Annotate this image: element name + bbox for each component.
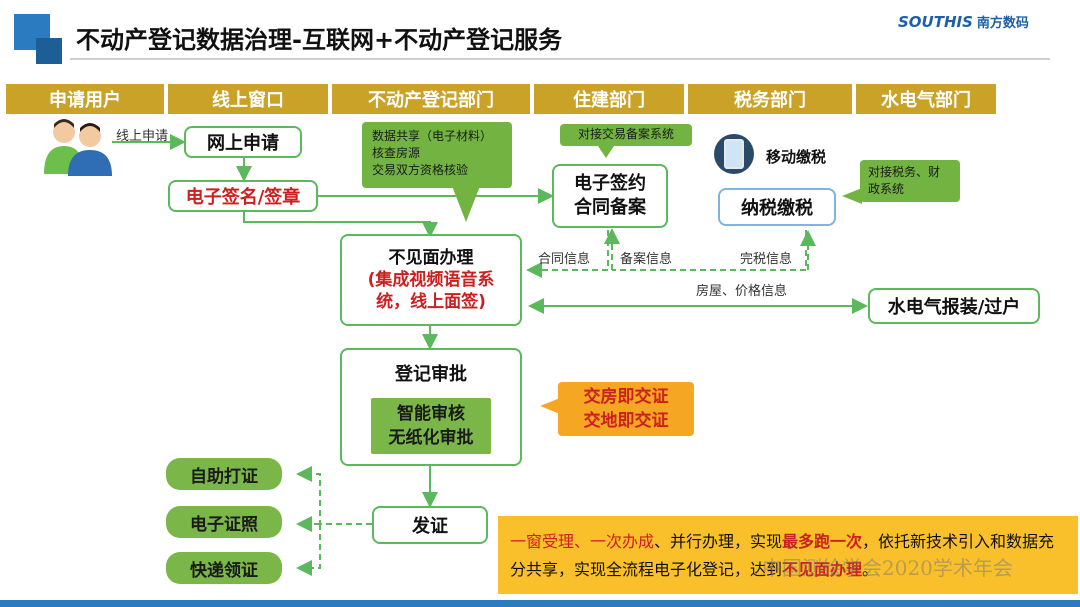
logo: SOUTHIS 南方数码 [898,12,1029,31]
summary-highlight-1: 一窗受理、一次办成 [510,532,655,551]
tax-callout: 对接税务、财 政系统 [860,160,960,202]
pay-tax-box: 纳税缴税 [718,188,836,226]
registry-inner-line1: 智能审核 [397,404,465,424]
e-cert-pill: 电子证照 [166,506,282,538]
registry-inner: 智能审核 无纸化审批 [371,398,491,454]
column-header-applicant: 申请用户 [6,84,164,114]
contract-line1: 电子签约 [574,173,646,194]
house-price-label: 房屋、价格信息 [696,284,788,299]
logo-sub: 南方数码 [976,16,1029,31]
summary-text-1: 、并行办理，实现 [654,532,783,551]
data-share-callout: 数据共享（电子材料） 核查房源 交易双方资格核验 [362,122,512,188]
contract-box: 电子签约 合同备案 [552,164,668,228]
contract-line2: 合同备案 [574,197,646,218]
summary-text-3: 。 [862,560,879,579]
utility-box: 水电气报装/过户 [868,288,1040,324]
tax-info-label: 完税信息 [740,252,793,267]
column-header-tax: 税务部门 [688,84,852,114]
tax-callout-tail [842,188,862,204]
phone-icon [714,134,754,174]
column-header-online-window: 线上窗口 [168,84,328,114]
handover-callout: 交房即交证 交地即交证 [558,382,694,436]
title-underline [70,58,1050,60]
online-apply-box: 网上申请 [184,126,302,158]
housing-callout-tail [598,146,614,158]
tax-callout-line1: 对接税务、财 [868,165,941,179]
column-header-registry: 不动产登记部门 [332,84,530,114]
page-title: 不动产登记数据治理-互联网+不动产登记服务 [76,26,563,54]
self-print-pill: 自助打证 [166,458,282,490]
title-square-accent [36,38,62,64]
registry-box: 登记审批 智能审核 无纸化审批 [340,348,522,466]
mobile-tax-label: 移动缴税 [766,148,827,166]
face-free-line3: 统，线上面签) [376,292,486,312]
esign-box: 电子签名/签章 [168,180,318,212]
watermark: 中国测绘学会2020学术年会 [762,556,1013,580]
logo-text: SOUTHIS [898,13,973,31]
registry-title: 登记审批 [395,364,467,385]
handover-callout-tail [540,398,560,414]
contract-info-label: 合同信息 [538,252,591,267]
tax-callout-line2: 政系统 [868,182,905,196]
housing-callout: 对接交易备案系统 [560,124,692,146]
summary-text-2: ，依托新技术引入和数据充分共享，实现全流程电子化登记，达到 [510,532,1055,579]
online-apply-label: 线上申请 [116,129,169,144]
express-pill: 快递领证 [166,552,282,584]
filing-info-label: 备案信息 [620,252,673,267]
handover-line1: 交房即交证 [583,387,669,407]
data-share-line3: 交易双方资格核验 [372,163,469,177]
face-free-line2: (集成视频语音系 [367,270,495,290]
users-icon [40,116,116,176]
summary-highlight-2: 最多跑一次 [782,532,863,551]
data-share-line2: 核查房源 [372,146,421,160]
face-free-box: 不见面办理 (集成视频语音系 统，线上面签) [340,234,522,326]
data-share-line1: 数据共享（电子材料） [372,129,493,143]
column-header-utility: 水电气部门 [856,84,996,114]
column-header-housing: 住建部门 [534,84,684,114]
issue-box: 发证 [372,506,488,544]
summary-box: 一窗受理、一次办成、并行办理，实现最多跑一次，依托新技术引入和数据充分共享，实现… [498,516,1078,594]
handover-line2: 交地即交证 [583,411,669,431]
summary-highlight-3: 不见面办理 [782,560,863,579]
bottom-rule [0,600,1080,607]
registry-inner-line2: 无纸化审批 [388,428,474,448]
phone-screen [724,139,744,169]
face-free-title: 不见面办理 [388,248,474,268]
data-share-callout-tail [452,186,480,222]
